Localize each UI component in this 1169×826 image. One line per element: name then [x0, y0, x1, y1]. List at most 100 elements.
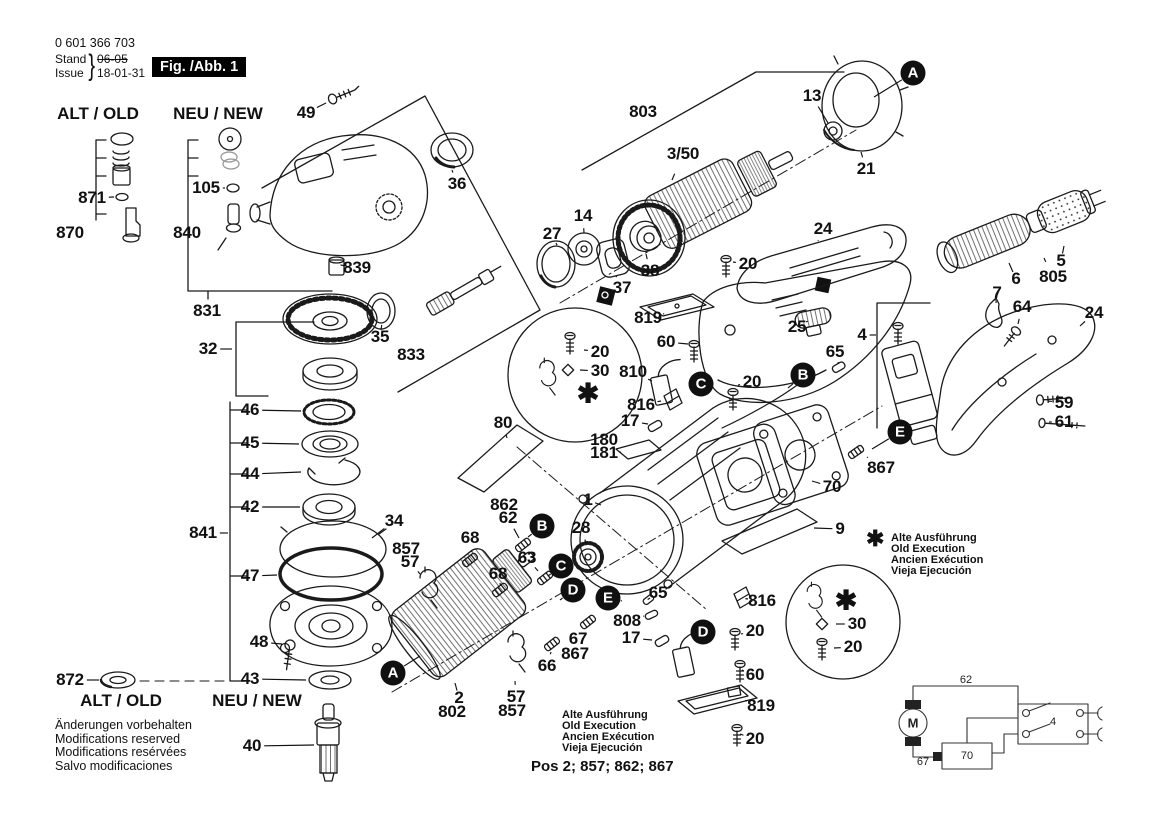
part-label-48: 48 [249, 632, 269, 651]
seal-black-right [814, 276, 832, 294]
note-line: Ancien Exécution [562, 731, 655, 743]
leader-line [678, 342, 689, 345]
part-label-59: 59 [1054, 393, 1074, 412]
gear-housing [249, 134, 429, 257]
terminals [460, 419, 866, 653]
part-label-45: 45 [240, 433, 260, 452]
part-label-4: 4 [857, 325, 867, 344]
circuit-label-4: 4 [1049, 716, 1057, 728]
callout-e: E [595, 585, 621, 611]
leader-line [739, 733, 744, 736]
leader-line [741, 669, 744, 672]
pin-65-top [831, 361, 846, 374]
cover-21 [821, 55, 909, 152]
leader-line [873, 79, 903, 98]
part-label-857: 857 [392, 539, 420, 558]
part-label-6: 6 [1011, 269, 1021, 288]
leader-line [499, 582, 502, 587]
part-label-870: 870 [56, 223, 84, 242]
part-label-25: 25 [787, 317, 807, 336]
leader-line [454, 682, 458, 691]
leader-line [813, 527, 833, 530]
part-label-61: 61 [1054, 412, 1074, 431]
bracket-4 [876, 302, 931, 429]
leader-line [547, 573, 552, 577]
leader-line [1061, 245, 1065, 254]
part-label-68: 68 [488, 564, 508, 583]
part-label-37: 37 [612, 278, 632, 297]
leader-line [527, 533, 533, 538]
old-execution-note-right: Alte Ausführung Old Execution Ancien Exé… [891, 533, 983, 577]
part-label-34: 34 [384, 511, 404, 530]
part-label-7: 7 [992, 283, 1002, 302]
note-line: Vieja Ejecución [891, 565, 972, 577]
part-label-62: 62 [498, 508, 518, 527]
part-label-819: 819 [747, 696, 775, 715]
wire-b [721, 382, 801, 429]
neu-new-group-840 [187, 127, 333, 300]
callout-d: D [690, 619, 716, 645]
leader-line [1079, 320, 1086, 327]
note-line: Alte Ausführung [891, 532, 977, 544]
part-label-803: 803 [629, 102, 657, 121]
part-label-840: 840 [173, 223, 201, 242]
leader-line [417, 571, 421, 575]
section-neu-new-bottom: NEU / NEW [212, 691, 302, 710]
part-label-181: 181 [590, 443, 618, 462]
part-label-21: 21 [856, 159, 876, 178]
plate-180-181 [615, 439, 662, 460]
rotor-2 [388, 548, 535, 680]
circuit-label-62: 62 [959, 674, 973, 686]
part-label-105: 105 [192, 178, 220, 197]
note-line: Old Execution [891, 543, 965, 555]
leader-line [1008, 262, 1014, 273]
part-label-57: 57 [400, 552, 420, 571]
screw-64 [1003, 326, 1022, 347]
leader-line [811, 480, 821, 485]
screw-59 [1035, 394, 1070, 406]
leader-line [744, 699, 748, 702]
callout-a: A [380, 660, 406, 686]
part-label-42: 42 [240, 497, 260, 516]
plate-80 [457, 424, 544, 493]
exploded-frame [261, 95, 541, 393]
wiring-schematic [898, 685, 1103, 770]
leader-line [262, 409, 302, 412]
armature-3-50 [612, 150, 794, 277]
section-alt-old-bottom: ALT / OLD [80, 691, 162, 710]
part-label-833: 833 [397, 345, 425, 364]
disclaimer-line: Salvo modificaciones [55, 758, 173, 773]
part-label-65: 65 [648, 583, 668, 602]
leader-line [403, 655, 421, 667]
callout-a: A [900, 60, 926, 86]
issue-value: 18-01-31 [97, 66, 146, 80]
part-label-57: 57 [506, 687, 526, 706]
disclaimer-line: Änderungen vorbehalten [55, 718, 192, 732]
part-label-67: 67 [568, 629, 588, 648]
leader-line [1017, 318, 1020, 325]
handle-top-24 [736, 224, 907, 304]
part-label-17: 17 [621, 628, 641, 647]
part-label-27: 27 [542, 224, 562, 243]
old-execution-star-right: ✱ [866, 526, 885, 551]
leader-line [657, 400, 662, 403]
part-label-28: 28 [571, 518, 591, 537]
part-label-44: 44 [240, 464, 260, 483]
part-label-867: 867 [561, 644, 589, 663]
stand-value: 06-05 [97, 52, 128, 66]
leader-line [584, 539, 587, 544]
part-label-47: 47 [240, 566, 260, 585]
part-label-65: 65 [825, 342, 845, 361]
leader-line [549, 651, 552, 655]
part-label-46: 46 [240, 400, 260, 419]
leader-line [340, 264, 347, 267]
part-label-49: 49 [296, 103, 316, 122]
leader-line [645, 253, 648, 260]
disclaimer-line: Modifications resérvées [55, 745, 187, 759]
leader-line [615, 275, 618, 278]
part-label-180: 180 [590, 430, 618, 449]
note-line: Vieja Ejecución [562, 742, 643, 754]
part-label-17: 17 [620, 411, 640, 430]
